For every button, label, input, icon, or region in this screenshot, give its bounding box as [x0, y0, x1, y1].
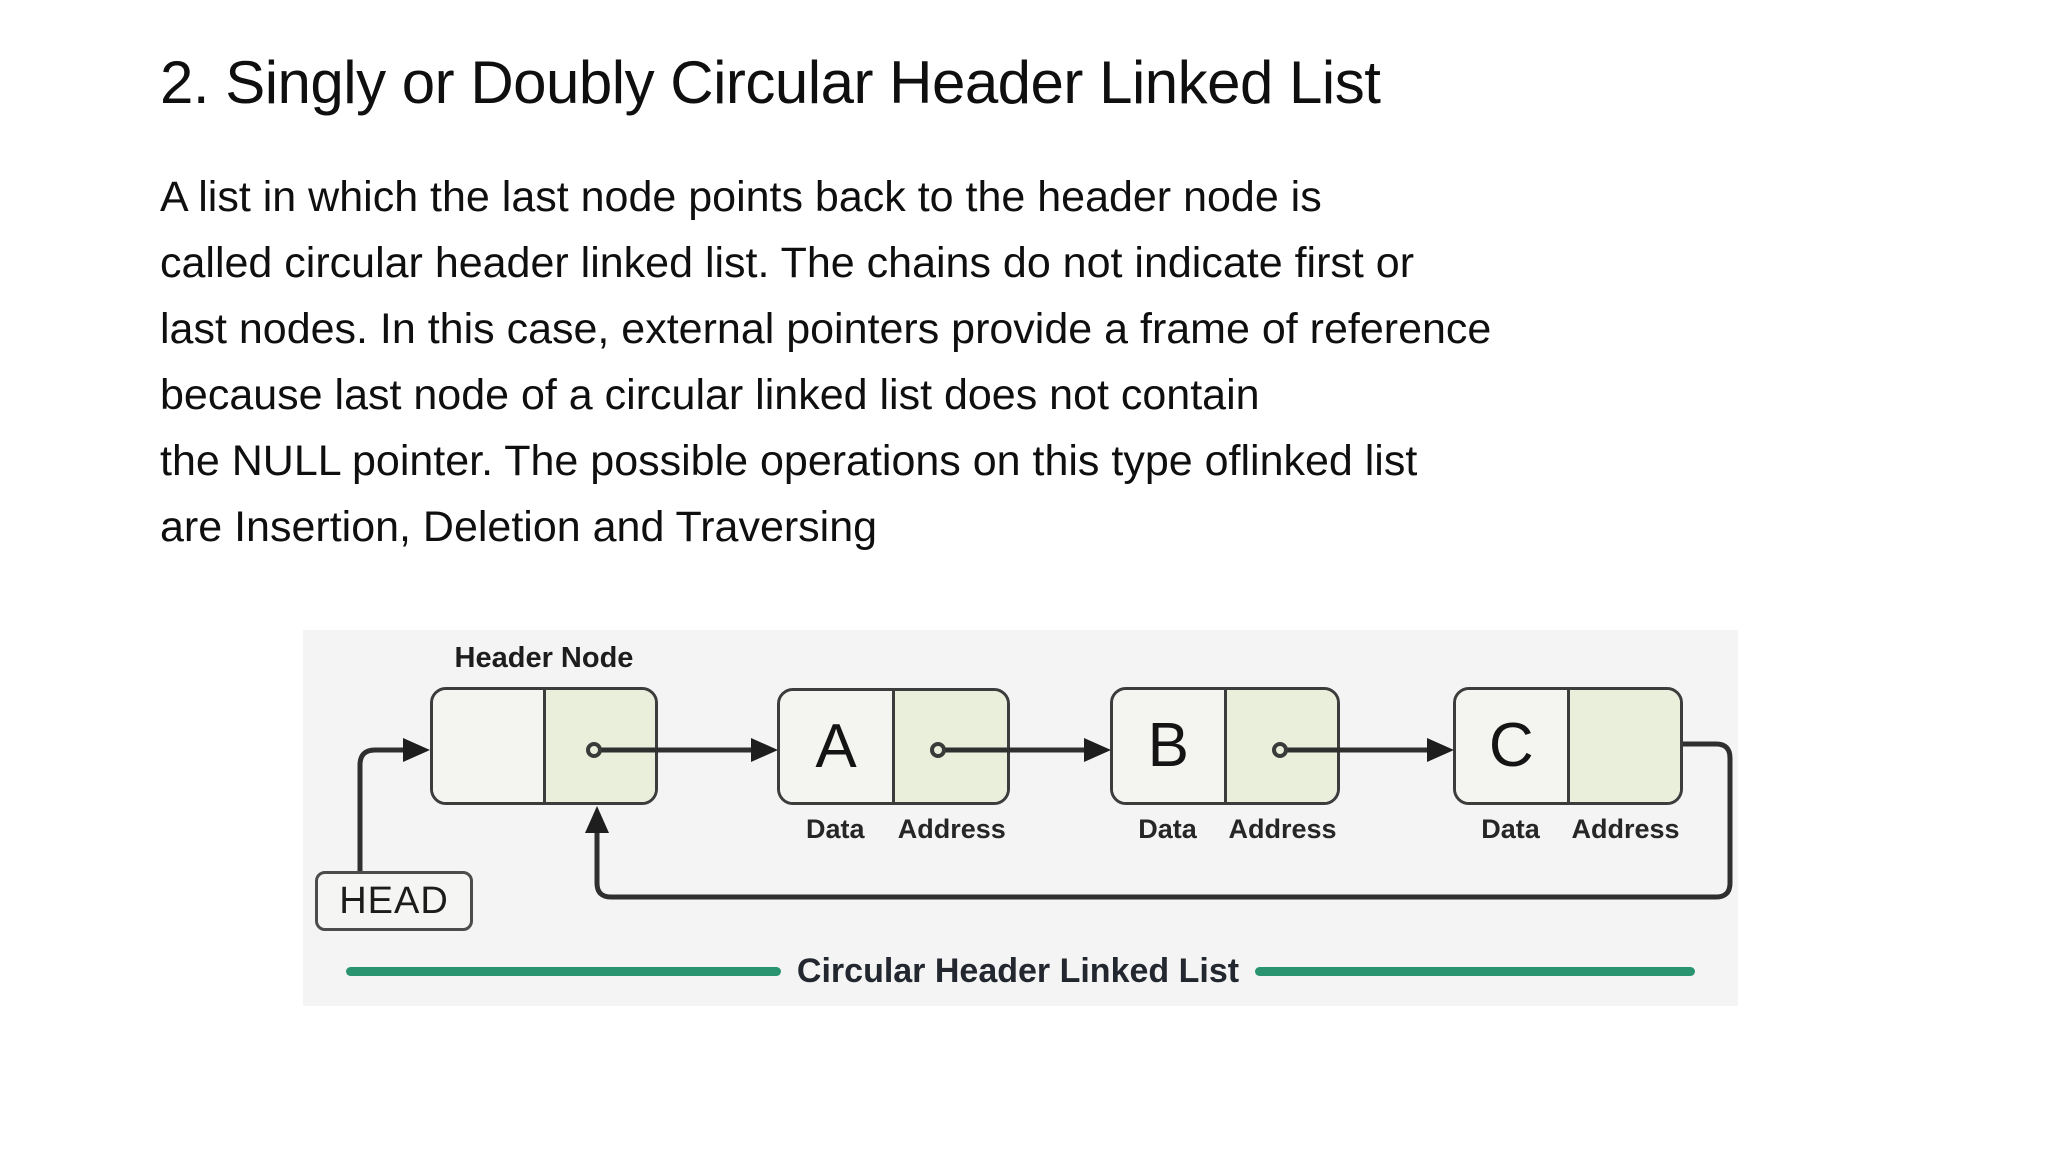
header-node-label: Header Node: [454, 642, 634, 674]
node-b-box: B: [1110, 687, 1340, 805]
node-a-cell-labels: Data Address: [777, 814, 1010, 854]
node-b-address-label: Address: [1228, 814, 1337, 844]
arrow-head-into-header-icon: [403, 738, 430, 762]
node-c-data-label: Data: [1481, 814, 1540, 844]
linked-list-diagram: Header Node A B C Data Addr: [303, 630, 1738, 1006]
node-a-data-cell: A: [780, 691, 895, 802]
node-a-address-cell: [895, 691, 1007, 802]
diagram-caption-row: Circular Header Linked List: [303, 952, 1738, 991]
node-c-address-label: Address: [1571, 814, 1680, 844]
node-c-cell-labels: Data Address: [1453, 814, 1683, 854]
head-to-header-connector: [357, 747, 403, 871]
node-a-box: A: [777, 688, 1010, 805]
body-paragraph: A list in which the last node points bac…: [160, 173, 1492, 551]
node-a-address-label: Address: [897, 814, 1006, 844]
node-b-data-label: Data: [1138, 814, 1197, 844]
diagram-caption: Circular Header Linked List: [796, 952, 1240, 990]
node-a-data-label: Data: [805, 814, 865, 844]
node-c-letter: C: [1488, 711, 1534, 780]
node-b-address-cell: [1226, 690, 1337, 802]
node-b-cell-labels: Data Address: [1110, 814, 1340, 854]
node-c-box: C: [1453, 687, 1683, 805]
node-a-letter: A: [815, 711, 857, 781]
page-title: 2. Singly or Doubly Circular Header Link…: [160, 49, 1381, 116]
head-pointer-box: HEAD: [315, 871, 473, 931]
header-data-cell: [433, 690, 546, 802]
arrow-head-into-a-icon: [751, 738, 778, 762]
header-node-box: [430, 687, 658, 805]
node-b-letter: B: [1147, 711, 1189, 780]
node-c-address-cell: [1569, 690, 1680, 802]
arrow-head-into-b-icon: [1084, 738, 1111, 762]
caption-right-line: [1255, 967, 1696, 976]
arrow-head-up-into-header-icon: [585, 806, 609, 833]
node-c-data-cell: C: [1456, 690, 1570, 802]
header-address-cell: [545, 690, 655, 802]
arrow-head-into-c-icon: [1427, 738, 1454, 762]
caption-left-line: [345, 967, 781, 976]
node-b-data-cell: B: [1113, 690, 1227, 802]
head-label: HEAD: [339, 879, 449, 922]
